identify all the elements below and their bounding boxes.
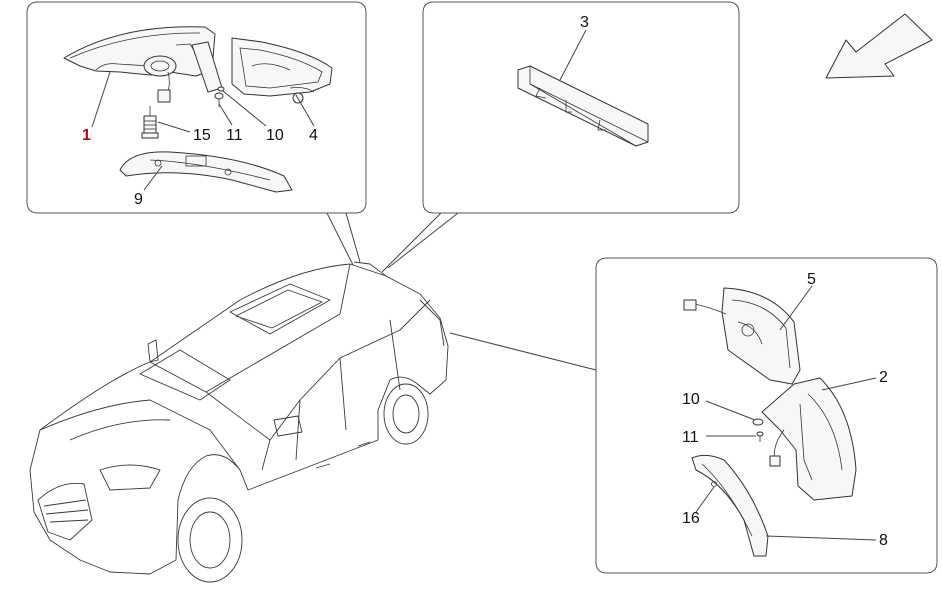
callout-4: 4 — [309, 127, 318, 144]
callout-5: 5 — [807, 271, 816, 288]
trim-strip-part-right — [691, 454, 769, 557]
leader-3 — [559, 29, 587, 81]
leaders-panel-1 — [91, 71, 315, 191]
third-brake-light-part — [517, 65, 649, 147]
rear-light-left-part — [63, 26, 216, 103]
callout-8: 8 — [879, 532, 888, 549]
callout-10-right: 10 — [682, 391, 700, 408]
trim-strip-part — [119, 151, 293, 193]
tail-light-outer-part — [761, 377, 857, 501]
callout-1: 1 — [82, 127, 91, 144]
panel-side-light-assembly: 5 2 10 11 16 8 — [595, 257, 938, 574]
panel-connectors — [326, 212, 597, 371]
screw-nut-part — [214, 86, 225, 107]
panel-rear-light-assembly: 1 15 11 10 4 9 — [26, 1, 367, 214]
leaders-panel-3 — [695, 285, 877, 541]
screw-nut-part-right — [752, 418, 764, 442]
callout-10: 10 — [266, 127, 284, 144]
callout-2: 2 — [879, 369, 888, 386]
callout-16: 16 — [682, 510, 700, 527]
panel-third-brake-light: 3 — [422, 1, 740, 214]
callout-9: 9 — [134, 191, 143, 208]
callout-15: 15 — [193, 127, 211, 144]
vehicle-line-drawing — [29, 261, 449, 583]
arrow-down-left-icon — [825, 13, 933, 79]
callout-11: 11 — [226, 127, 243, 144]
rear-light-right-part — [231, 37, 333, 104]
callout-3: 3 — [580, 14, 589, 31]
tail-light-inner-part — [683, 287, 801, 385]
callout-11-right: 11 — [682, 429, 699, 446]
bulb-holder-part — [141, 106, 159, 139]
